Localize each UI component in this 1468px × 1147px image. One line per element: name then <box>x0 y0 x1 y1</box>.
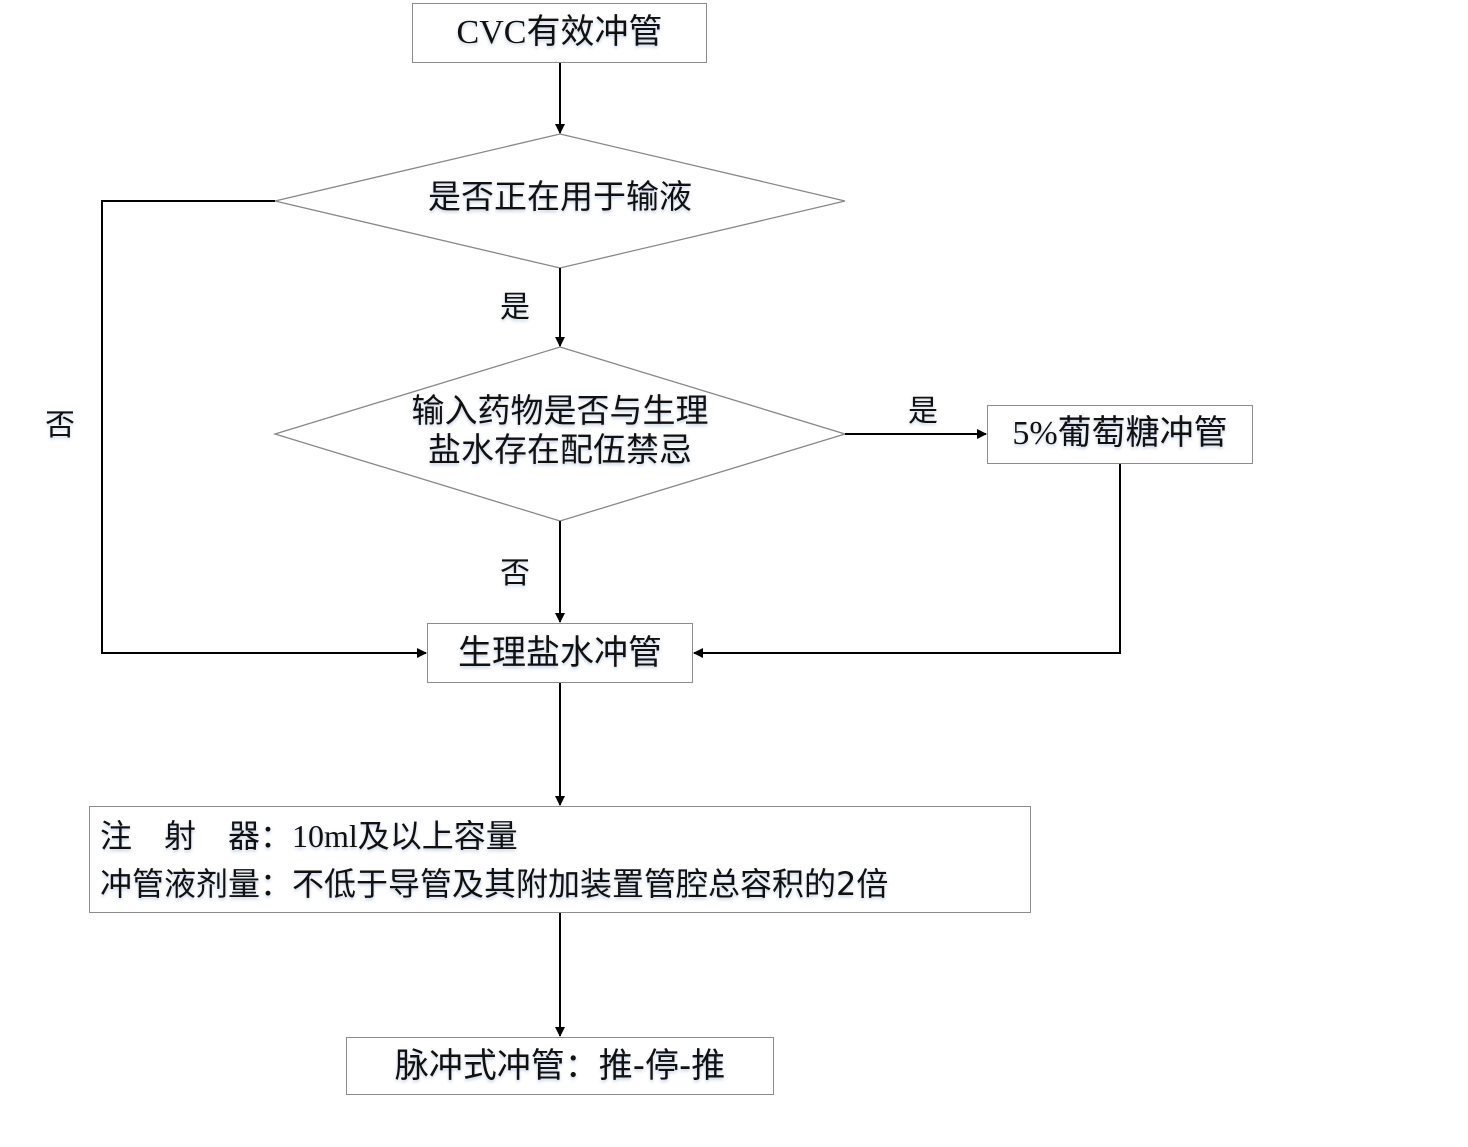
decision1-text: 是否正在用于输液 <box>428 177 692 216</box>
volume-row: 冲管液剂量：不低于导管及其附加装置管腔总容积的2倍 <box>100 860 888 908</box>
syringe-value: 10ml及以上容量 <box>292 817 518 854</box>
requirements-box: 注 射 器：10ml及以上容量 冲管液剂量：不低于导管及其附加装置管腔总容积的2… <box>89 806 1031 913</box>
volume-label: 冲管液剂量： <box>100 864 293 903</box>
edge-decision1-no <box>101 200 427 658</box>
decision2-yes-label: 是 <box>908 394 938 429</box>
glucose-flush-text: 5%葡萄糖冲管 <box>1012 415 1228 453</box>
end-text: 脉冲式冲管：推-停-推 <box>394 1045 726 1086</box>
start-box: CVC有效冲管 <box>412 3 707 63</box>
glucose-flush-box: 5%葡萄糖冲管 <box>987 405 1253 464</box>
saline-flush-box: 生理盐水冲管 <box>427 623 693 683</box>
decision1-no-label: 否 <box>45 408 75 443</box>
start-text: CVC有效冲管 <box>456 13 663 51</box>
decision2-no-label: 否 <box>500 556 530 591</box>
decision1-yes-label: 是 <box>500 290 530 325</box>
end-box: 脉冲式冲管：推-停-推 <box>346 1037 774 1095</box>
saline-flush-text: 生理盐水冲管 <box>458 632 662 673</box>
volume-value: 不低于导管及其附加装置管腔总容积的2倍 <box>292 864 889 903</box>
decision2-text: 输入药物是否与生理 盐水存在配伍禁忌 <box>340 391 780 470</box>
edge-glucose-to-saline <box>693 463 1121 658</box>
decision2-line2: 盐水存在配伍禁忌 <box>428 429 692 469</box>
syringe-label: 注 射 器： <box>100 816 293 855</box>
syringe-row: 注 射 器：10ml及以上容量 <box>100 812 518 860</box>
decision2-line1: 输入药物是否与生理 <box>411 391 709 430</box>
